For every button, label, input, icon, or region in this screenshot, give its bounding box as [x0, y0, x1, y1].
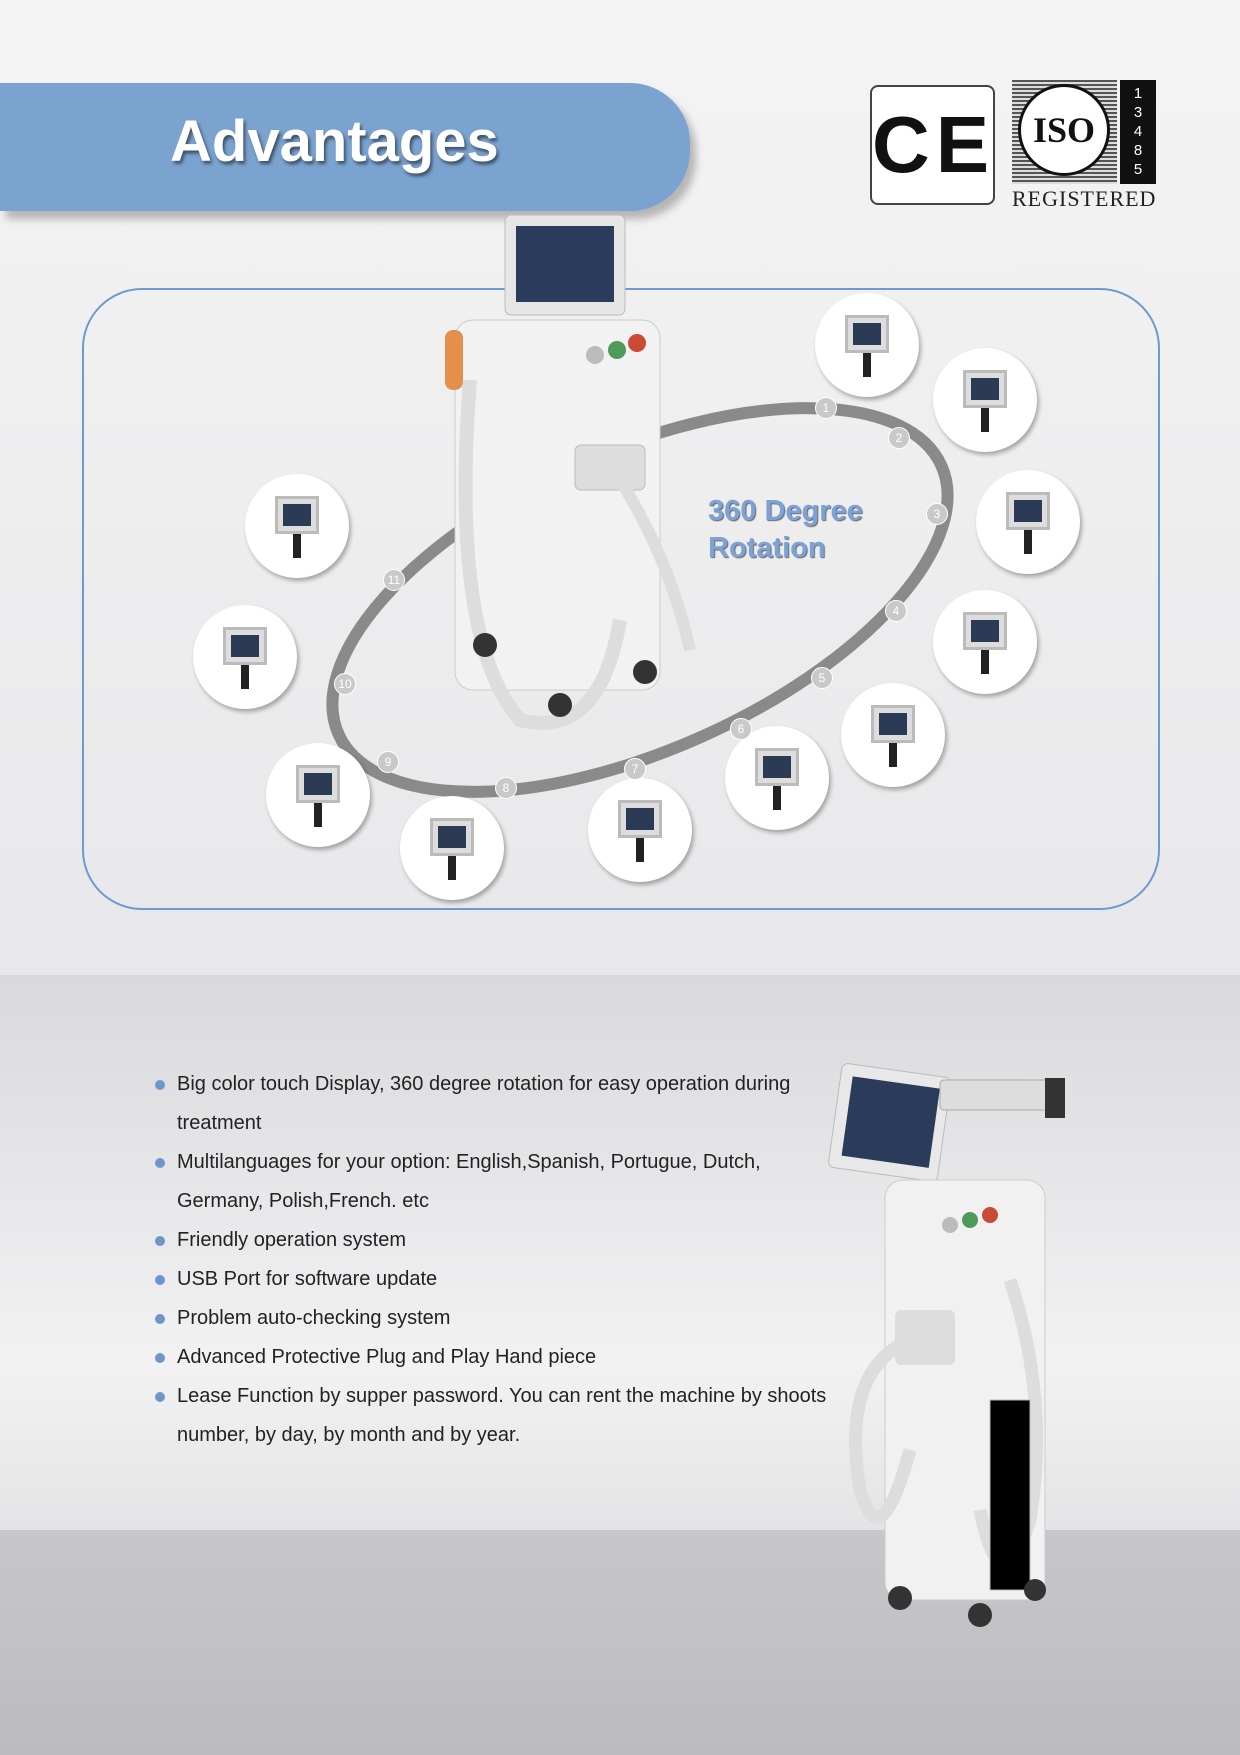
position-marker: 5 — [811, 667, 833, 689]
position-marker: 7 — [624, 758, 646, 780]
page-title: Advantages — [170, 109, 499, 174]
feature-item: Big color touch Display, 360 degree rota… — [155, 1065, 835, 1143]
position-marker: 4 — [885, 600, 907, 622]
feature-item: Problem auto-checking system — [155, 1299, 835, 1338]
position-marker: 3 — [926, 503, 948, 525]
screen-position-thumbnail — [588, 778, 692, 882]
machine-product-image — [828, 1063, 1065, 1627]
screen-position-thumbnail — [933, 348, 1037, 452]
ce-mark-logo: CE — [870, 85, 995, 205]
screen-position-thumbnail — [245, 474, 349, 578]
feature-item: Advanced Protective Plug and Play Hand p… — [155, 1338, 835, 1377]
position-marker: 11 — [383, 569, 405, 591]
feature-list: Big color touch Display, 360 degree rota… — [155, 1065, 835, 1455]
feature-item: Lease Function by supper password. You c… — [155, 1377, 835, 1455]
screen-position-thumbnail — [193, 605, 297, 709]
header-banner — [0, 83, 690, 211]
feature-item: USB Port for software update — [155, 1260, 835, 1299]
feature-item: Multilanguages for your option: English,… — [155, 1143, 835, 1221]
screen-position-thumbnail — [841, 683, 945, 787]
feature-item: Friendly operation system — [155, 1221, 835, 1260]
screen-position-thumbnail — [976, 470, 1080, 574]
screen-position-thumbnail — [400, 796, 504, 900]
screen-position-thumbnail — [266, 743, 370, 847]
iso-registered-label: REGISTERED — [1012, 186, 1157, 211]
position-marker: 1 — [815, 397, 837, 419]
machine-illustration — [445, 214, 696, 730]
screen-position-thumbnail — [725, 726, 829, 830]
position-marker: 8 — [495, 777, 517, 799]
screen-position-thumbnail — [933, 590, 1037, 694]
position-marker: 9 — [377, 751, 399, 773]
position-marker: 10 — [334, 673, 356, 695]
screen-position-thumbnail — [815, 293, 919, 397]
position-marker: 2 — [888, 427, 910, 449]
iso-globe-icon: ISO — [1018, 84, 1110, 176]
rotation-track — [326, 214, 954, 798]
position-marker: 6 — [730, 718, 752, 740]
